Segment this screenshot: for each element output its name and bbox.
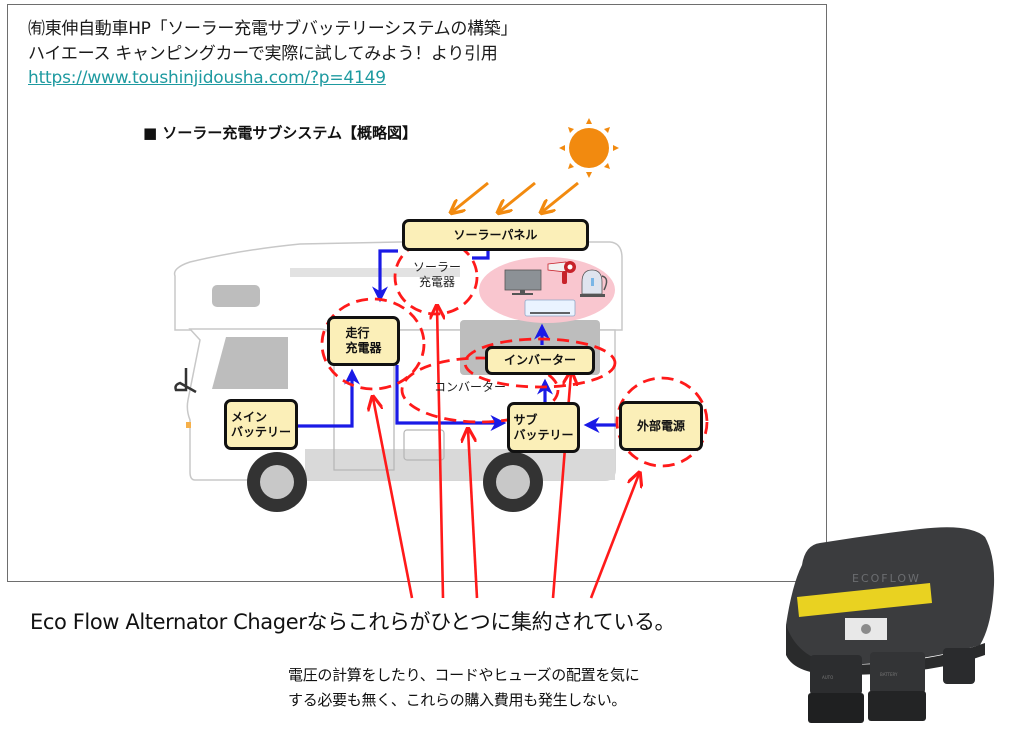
battery-port-connector: BATTERY (868, 652, 926, 721)
rear-wheel (483, 452, 543, 512)
source-title-line-1: ㈲東伸自動車HP「ソーラー充電サブバッテリーシステムの構築」 (28, 19, 518, 39)
converter-label: コンバーター (434, 380, 507, 394)
sunlight-arrows (452, 181, 579, 212)
solar-panel-box: ソーラーパネル (402, 219, 589, 251)
highlight-drive-charger (320, 297, 426, 391)
electric-kettle-icon (580, 269, 608, 297)
solar-charger-label: ソーラー 充電器 (412, 260, 461, 289)
source-url-link[interactable]: https://www.toushinjidousha.com/?p=4149 (28, 68, 386, 88)
drive-charger-box: 走行 充電器 (327, 316, 400, 366)
pointer-solar-charger (437, 307, 443, 599)
flow-main-battery-to-drive-charger (295, 368, 360, 428)
van-side-light (186, 422, 191, 428)
sub-caption-line-1: 電圧の計算をしたり、コードやヒューズの配置を気に (288, 666, 640, 684)
front-wheel (247, 452, 307, 512)
svg-text:AUTO: AUTO (822, 675, 833, 680)
brand-text: ECOFLOW (852, 572, 921, 585)
warning-label (797, 583, 932, 617)
highlight-inverter (463, 337, 617, 389)
diagram-title: ■ ソーラー充電サブシステム【概略図】 (143, 124, 417, 142)
svg-text:BATTERY: BATTERY (880, 672, 898, 677)
hair-dryer-icon (547, 261, 576, 284)
ecoflow-alternator-charger-photo: ECOFLOW AUTO BATTERY (786, 527, 995, 723)
sub-battery-box: サブ バッテリー (507, 402, 580, 453)
charger-body-shadow (786, 625, 985, 675)
van-mirror (174, 368, 197, 394)
van-upper-window (212, 285, 260, 307)
van-windshield (212, 337, 288, 389)
highlight-converter (400, 356, 560, 424)
pointer-converter (468, 430, 479, 599)
sun-icon (559, 118, 619, 178)
air-conditioner-icon (524, 299, 576, 317)
main-battery-box: メイン バッテリー (224, 399, 298, 450)
dc-flow-lines (295, 249, 617, 433)
comm-port-connector (943, 648, 975, 684)
van-roof-strip (290, 268, 460, 277)
auto-port-connector: AUTO (808, 655, 864, 723)
appliance-group (479, 257, 615, 323)
source-title-line-2: ハイエース キャンピングカーで実際に試してみよう！より引用 (28, 44, 498, 64)
van-lower-skirt (305, 449, 615, 480)
inverter-box: インバーター (485, 346, 595, 375)
pointer-arrows (373, 307, 639, 599)
flow-solar-right-stub (472, 251, 490, 260)
highlight-external-power (615, 376, 709, 468)
flow-drive-charger-to-sub-battery (395, 365, 507, 431)
main-caption: Eco Flow Alternator Chagerならこれらがひとつに集約され… (30, 610, 676, 634)
external-power-box: 外部電源 (619, 401, 703, 451)
pointer-external-power (589, 474, 639, 599)
pointer-drive-charger (373, 398, 414, 599)
sub-caption-line-2: する必要も無く、これらの購入費用も発生しない。 (288, 691, 627, 709)
flow-solar-to-drive-charger (372, 249, 398, 303)
van-hatch (403, 429, 445, 461)
television-icon (504, 269, 542, 295)
